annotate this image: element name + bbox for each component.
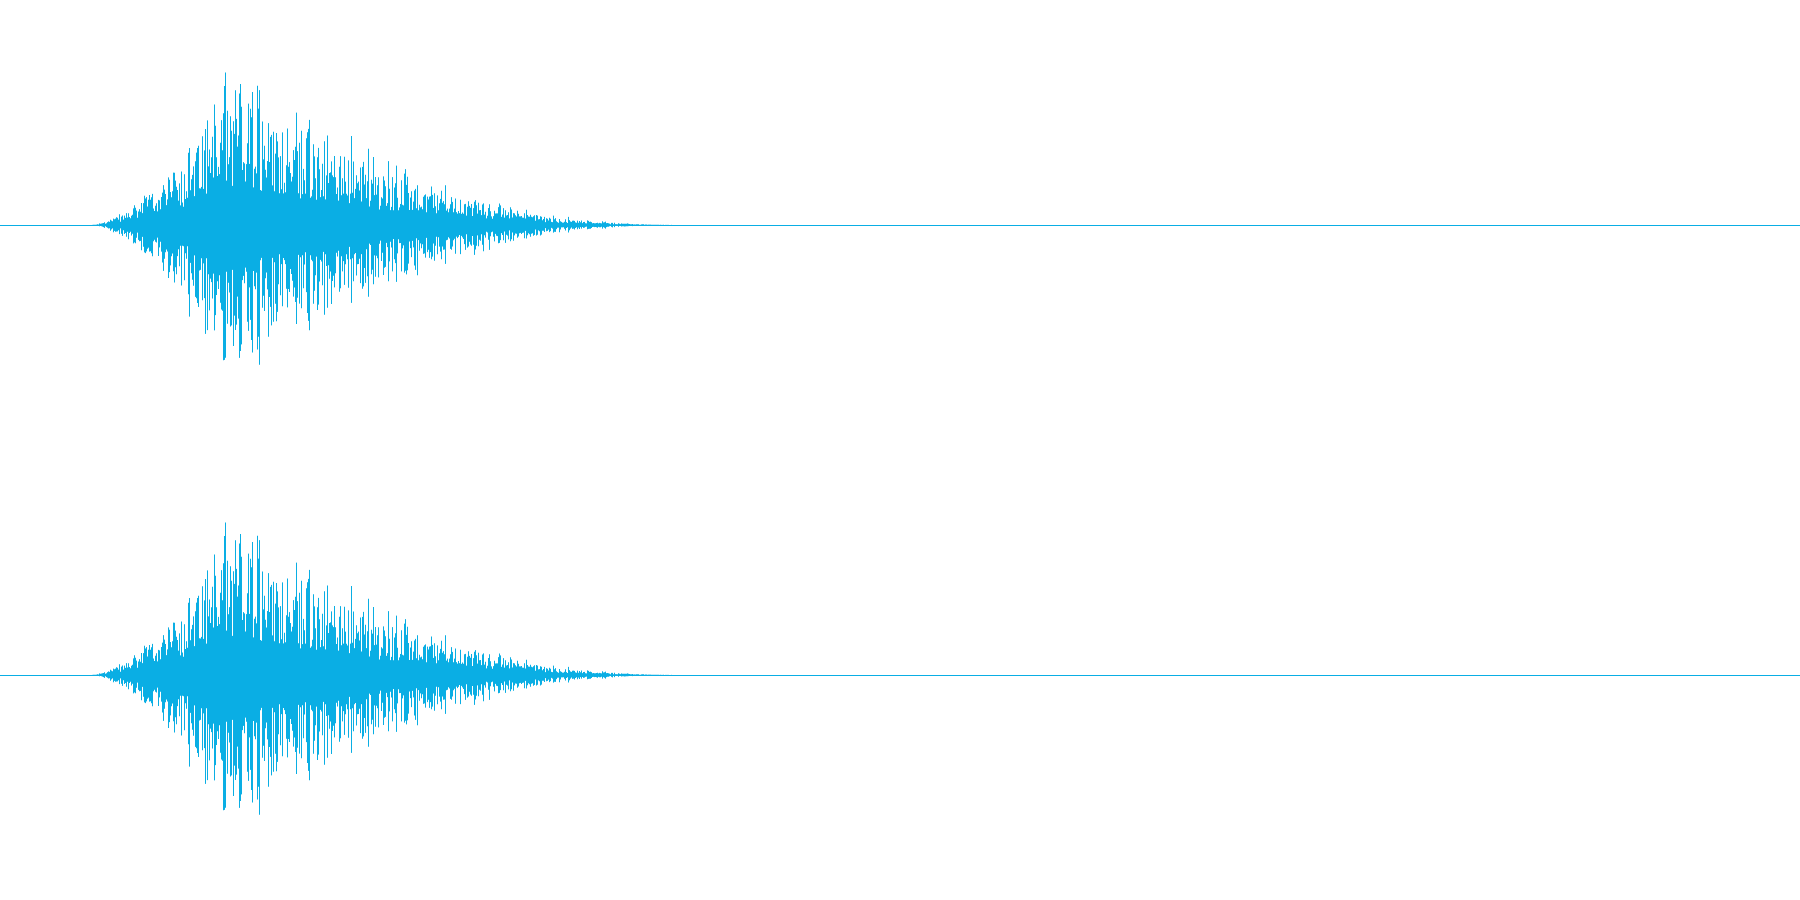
channel-right-track[interactable] xyxy=(0,522,1800,815)
channel-left-track[interactable] xyxy=(0,72,1800,365)
channel-right-waveform xyxy=(92,522,672,815)
channel-left-waveform xyxy=(92,72,672,365)
